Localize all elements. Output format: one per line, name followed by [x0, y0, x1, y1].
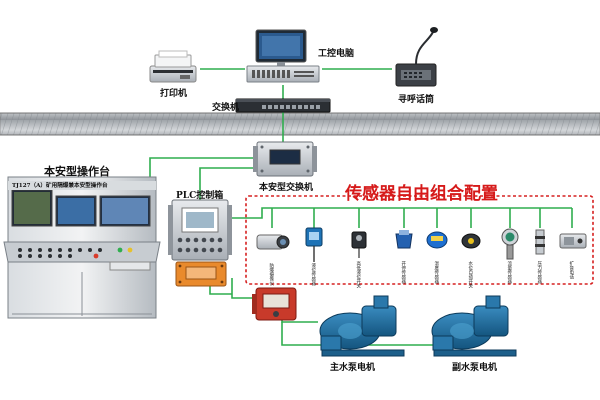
cable-tray-band — [0, 112, 600, 136]
is-switch-box — [253, 141, 317, 177]
console-header: TJ127（A）矿用隔爆兼本安型操作台 — [12, 183, 108, 189]
switch-sensor-icon — [351, 231, 367, 258]
config-title: 传感器自由组合配置 — [345, 184, 498, 204]
sensor-label-level: 液位传感器 — [310, 263, 316, 286]
clamp-sensor-icon — [395, 230, 413, 249]
sensor-label-temperature: 温度传感器 — [433, 261, 439, 284]
sensor-label-high-level: 高低液位开关 — [355, 261, 361, 288]
main-pump-motor — [319, 295, 405, 357]
printer-label: 打印机 — [160, 89, 188, 99]
is-switch-label: 本安型交换机 — [259, 183, 314, 193]
speaker-phone-icon — [559, 233, 587, 249]
camera-icon — [256, 234, 290, 250]
industrial-pc — [246, 29, 320, 83]
printer-icon — [149, 50, 197, 83]
flow-sensor-icon — [461, 233, 481, 249]
plc-box-label: PLC控制箱 — [176, 191, 224, 201]
plc-control-box — [168, 199, 232, 261]
operator-console — [3, 176, 161, 319]
sensor-label-pressure: 开停传感器 — [400, 261, 406, 284]
sensor-label-pressure-3: 压力传感器 — [536, 261, 542, 284]
console-title: 本安型操作台 — [44, 165, 110, 178]
aux-pump-motor — [431, 295, 517, 357]
sensor-label-camera: 防爆摄像仪 — [268, 263, 274, 286]
network-switch-icon — [235, 98, 331, 113]
level-sensor-icon — [305, 227, 323, 262]
paging-phone-label: 寻呼话筒 — [398, 95, 435, 105]
sensor-label-pressure-2: 流量传感器 — [506, 261, 512, 284]
sensor-label-flow: 水位自动开关 — [467, 261, 473, 288]
paging-phone-icon — [395, 27, 438, 87]
temperature-sensor-icon — [426, 231, 448, 249]
sensor-label-extension: 扩音电话 — [568, 261, 574, 279]
transmitter-icon — [501, 228, 519, 260]
industrial-pc-label: 工控电脑 — [318, 49, 355, 59]
sensor-config-frame — [245, 195, 594, 285]
sensor-icons — [256, 227, 587, 262]
plc-power-box — [175, 261, 227, 287]
aux-pump-label: 副水泵电机 — [452, 363, 498, 373]
switch-label: 交换机 — [212, 103, 240, 113]
starter-box — [252, 287, 297, 321]
pressure-gauge-icon — [535, 229, 545, 255]
main-pump-label: 主水泵电机 — [330, 363, 376, 373]
connection-lines — [149, 68, 573, 346]
